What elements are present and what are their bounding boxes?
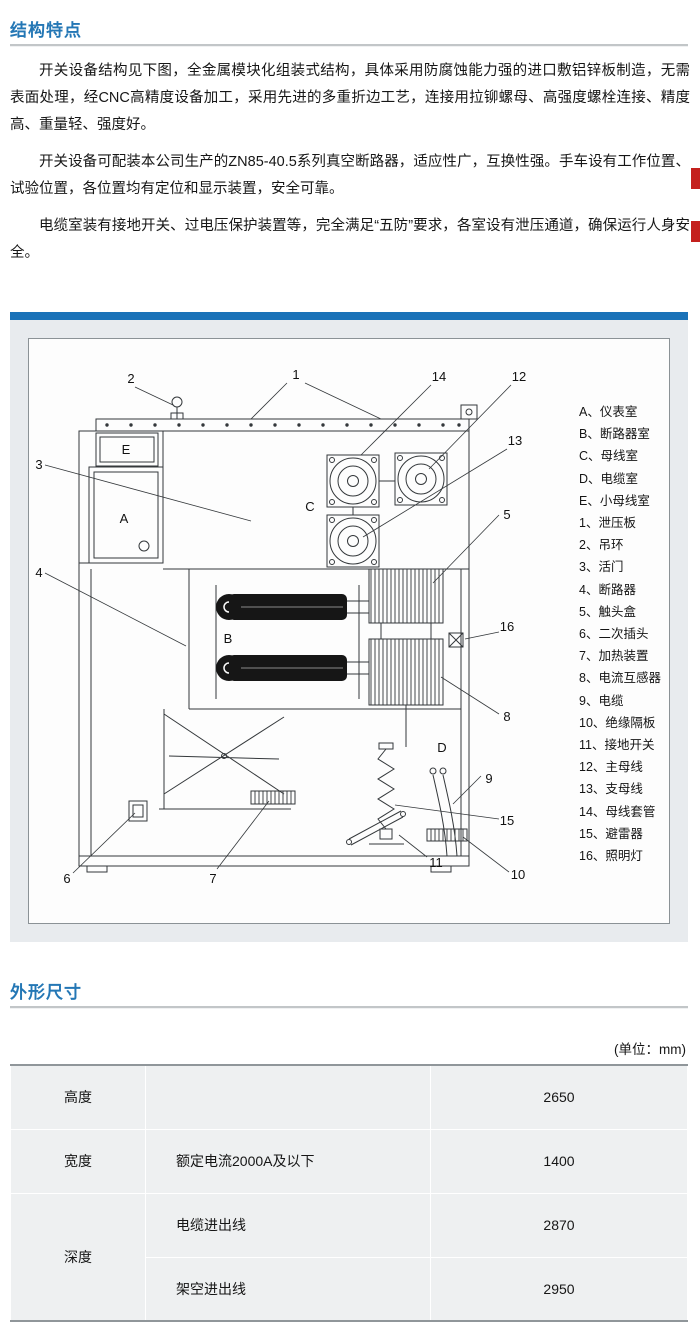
table-row-height: 高度 2650 [10, 1064, 688, 1130]
legend-item: B、断路器室 [579, 427, 650, 442]
contact-box-and-ct [368, 568, 444, 747]
callout-3: 3 [35, 457, 42, 472]
switchgear-cross-section-drawing: 1 2 3 4 5 6 7 8 9 10 11 12 13 14 15 16 [35, 367, 526, 886]
dim-value: 1400 [430, 1128, 688, 1194]
features-paragraphs: 开关设备结构见下图，全金属模块化组装式结构，具体采用防腐蚀能力强的进口敷铝锌板制… [10, 58, 690, 277]
table-row-depth-overhead: 架空进出线 2950 [11, 1256, 688, 1322]
callout-11: 11 [429, 855, 443, 870]
callout-numbers: 1 2 3 4 5 6 7 8 9 10 11 12 13 14 15 16 [35, 367, 526, 886]
page-edge-mark-2 [691, 221, 700, 242]
legend-item: 4、断路器 [579, 582, 636, 597]
callout-12: 12 [512, 369, 526, 384]
callout-9: 9 [485, 771, 492, 786]
callout-15: 15 [500, 813, 514, 828]
callout-2: 2 [127, 371, 134, 386]
legend-item: 1、泄压板 [579, 516, 636, 531]
callout-10: 10 [511, 867, 525, 882]
paragraph-1: 开关设备结构见下图，全金属模块化组装式结构，具体采用防腐蚀能力强的进口敷铝锌板制… [10, 63, 690, 133]
dimensions-title: 外形尺寸 [10, 983, 82, 1002]
legend-item: C、母线室 [579, 449, 639, 464]
callout-1: 1 [292, 367, 299, 382]
enclosure-outline [78, 418, 470, 873]
paragraph-3: 电缆室装有接地开关、过电压保护装置等，完全满足“五防”要求，各室设有泄压通道，确… [10, 218, 690, 261]
compartment-e-label: E [122, 442, 131, 457]
legend-item: 5、触头盒 [579, 604, 636, 619]
legend-item: 9、电缆 [579, 693, 624, 708]
earthing-switch [346, 810, 406, 846]
callout-6: 6 [63, 871, 70, 886]
dim-label: 高度 [10, 1064, 146, 1130]
legend-item: A、仪表室 [579, 405, 638, 419]
dim-spec [145, 1064, 431, 1130]
legend-item: 10、绝缘隔板 [579, 715, 656, 730]
callout-4: 4 [35, 565, 42, 580]
legend-item: 13、支母线 [579, 782, 643, 797]
busbar-bushings [326, 452, 448, 568]
callout-7: 7 [209, 871, 216, 886]
unit-note: (单位：mm) [614, 1042, 686, 1057]
dim-spec: 电缆进出线 [145, 1192, 431, 1258]
legend-item: 8、电流互感器 [579, 671, 661, 686]
page-edge-mark-1 [691, 168, 700, 189]
callout-16: 16 [500, 619, 514, 634]
section-rule [10, 1006, 688, 1008]
legend-item: 12、主母线 [579, 760, 643, 775]
heater [250, 790, 296, 805]
dim-label: 深度 [10, 1192, 146, 1322]
roof-bolts [105, 423, 461, 427]
table-row-width: 宽度 额定电流2000A及以下 1400 [10, 1128, 688, 1194]
diagram-panel: 1 2 3 4 5 6 7 8 9 10 11 12 13 14 15 16 [28, 338, 670, 924]
legend-item: 16、照明灯 [579, 849, 643, 864]
callout-leaders [44, 382, 512, 874]
cables [429, 767, 458, 857]
legend-item: 3、活门 [579, 560, 624, 575]
legend-item: 11、接地开关 [579, 738, 655, 753]
callout-5: 5 [503, 507, 510, 522]
section-divider-bar [10, 312, 688, 320]
features-title: 结构特点 [10, 21, 82, 40]
paragraph-2: 开关设备可配装本公司生产的ZN85-40.5系列真空断路器，适应性广，互换性强。… [10, 154, 690, 197]
table-row-depth-cable: 深度 电缆进出线 2870 [10, 1192, 688, 1322]
callout-14: 14 [432, 369, 446, 384]
compartment-b-label: B [224, 631, 233, 646]
callout-8: 8 [503, 709, 510, 724]
compartment-c-label: C [305, 499, 314, 514]
dim-spec: 额定电流2000A及以下 [145, 1128, 431, 1194]
breaker-arms [215, 585, 369, 699]
legend-item: 7、加热装置 [579, 649, 649, 664]
lifting-ring-icon [170, 396, 478, 420]
compartment-a-label: A [120, 511, 129, 526]
surge-arrester [369, 742, 404, 845]
legend-item: 15、避雷器 [579, 826, 643, 841]
diagram-section: 1 2 3 4 5 6 7 8 9 10 11 12 13 14 15 16 [10, 320, 688, 942]
legend-item: 2、吊环 [579, 538, 624, 553]
secondary-plug [128, 800, 148, 822]
dim-value: 2870 [430, 1192, 688, 1258]
dim-label: 宽度 [10, 1128, 146, 1194]
section-rule [10, 44, 688, 46]
legend-item: E、小母线室 [579, 493, 650, 508]
diagram-legend: A、仪表室 B、断路器室 C、母线室 D、电缆室 E、小母线室 1、泄压板 2、… [579, 401, 669, 867]
lamp-icon [448, 632, 464, 648]
callout-13: 13 [508, 433, 522, 448]
legend-item: 6、二次插头 [579, 627, 649, 642]
dimensions-table: 高度 2650 宽度 额定电流2000A及以下 1400 深度 电缆进出线 28… [10, 1064, 688, 1322]
legend-item: D、电缆室 [579, 471, 639, 486]
dim-value: 2650 [430, 1064, 688, 1130]
operating-linkage [159, 709, 291, 810]
legend-item: 14、母线套管 [579, 804, 656, 819]
dim-value: 2950 [430, 1256, 688, 1322]
compartment-d-label: D [437, 740, 446, 755]
compartment-letters: E A C B D [120, 442, 447, 755]
insulation-barrier [426, 828, 468, 842]
dim-spec: 架空进出线 [145, 1256, 431, 1322]
